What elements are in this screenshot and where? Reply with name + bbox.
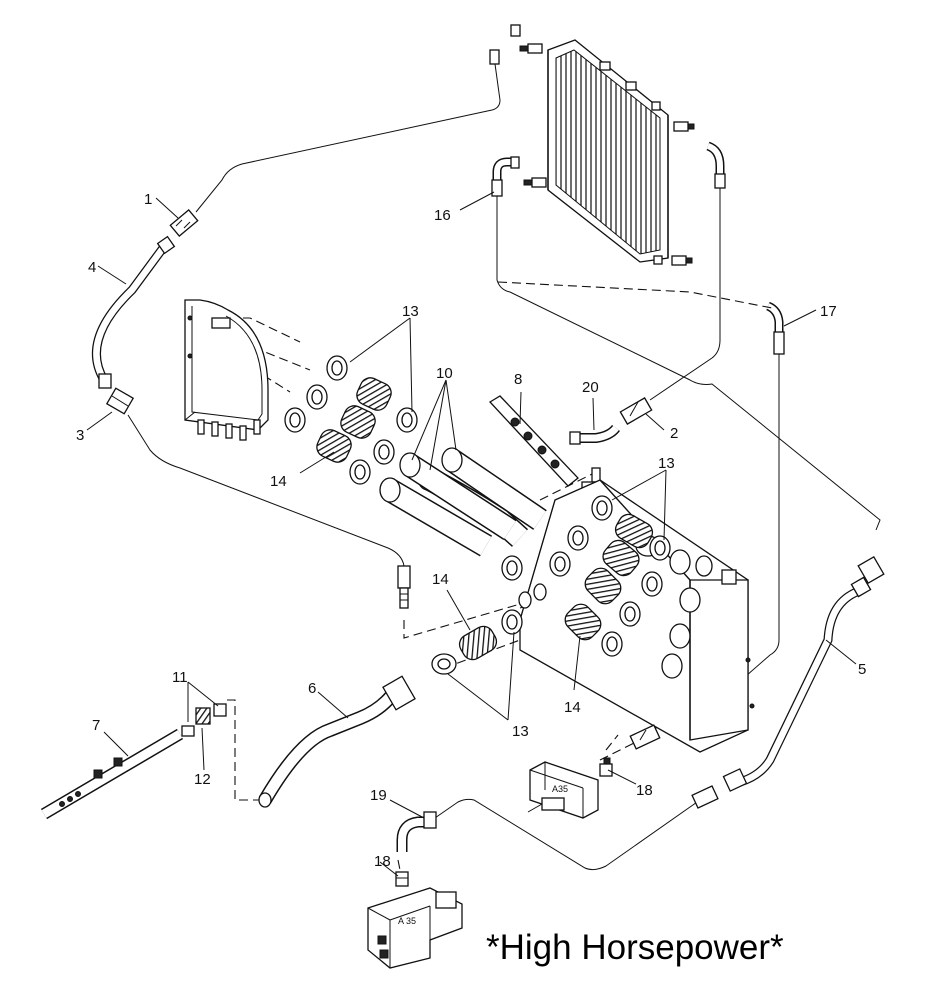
hoses-10: [379, 447, 547, 557]
callout-18-upper: 18: [636, 782, 653, 799]
valve-a35-upper: A35: [529, 761, 599, 819]
callout-1: 1: [144, 191, 152, 208]
fitting-18-lower: [395, 871, 409, 887]
elbow-fitting-top: [489, 24, 521, 65]
strainer-filter: [316, 429, 352, 463]
hose-clamp: [501, 555, 523, 581]
hose-clamp: [567, 525, 589, 551]
fitting-lower-right: [629, 724, 661, 750]
hose-clamp: [601, 631, 623, 657]
fitting-mid-left: [397, 565, 411, 609]
elbow-fitting-17: [766, 301, 785, 355]
strainer-filter: [564, 603, 602, 641]
callout-10: 10: [436, 365, 453, 382]
oil-cooler: [519, 39, 695, 266]
valve-a35-lower: A 35: [367, 887, 463, 969]
hose-clamp: [326, 355, 348, 381]
hose-clamp: [349, 459, 371, 485]
strainer-filter: [458, 625, 498, 661]
strainer-filter: [356, 377, 392, 411]
hose-lines: [127, 63, 881, 871]
elbow-fitting-cooler-right: [706, 141, 726, 189]
fitting-3: [105, 387, 135, 415]
callout-labels: 1 2 3 4 5 6 7 8 10 11 12 13 13 13 14 14 …: [76, 191, 866, 870]
valve-a-35-label: A 35: [398, 916, 416, 926]
callout-20: 20: [582, 379, 599, 396]
callout-14-middle: 14: [432, 571, 449, 588]
hose-clamp: [501, 609, 523, 635]
fitting-1: [169, 209, 199, 237]
hose-clamp: [591, 495, 613, 521]
strainer-filter: [584, 567, 622, 605]
hose-clamp: [549, 551, 571, 577]
callout-13-upper-right: 13: [658, 455, 675, 472]
hose-clamp: [431, 653, 457, 675]
hose-6: [258, 675, 416, 808]
hose-clamp: [649, 535, 671, 561]
hose-clamp: [306, 384, 328, 410]
diagram-caption: *High Horsepower*: [486, 928, 784, 967]
callout-4: 4: [88, 259, 96, 276]
hose-clamp: [619, 601, 641, 627]
manifold-left: [184, 299, 269, 441]
callout-14-left: 14: [270, 473, 287, 490]
hose-clamp: [373, 439, 395, 465]
callout-14-right: 14: [564, 699, 581, 716]
callout-2: 2: [670, 425, 678, 442]
callout-13-lower: 13: [512, 723, 529, 740]
callout-11: 11: [172, 669, 188, 686]
callout-6: 6: [308, 680, 316, 697]
strainer-filter: [602, 539, 640, 577]
callout-17: 17: [820, 303, 837, 320]
callout-12: 12: [194, 771, 211, 788]
tube-5: [691, 555, 885, 809]
fitting-8: [488, 395, 601, 493]
clamps-left-group: [284, 355, 418, 485]
callout-18-lower: 18: [374, 853, 391, 870]
strainer-filter: [340, 405, 376, 439]
elbow-fitting-19: [396, 811, 437, 852]
tube-4: [92, 235, 176, 389]
callout-16: 16: [434, 207, 451, 224]
elbow-fitting-16: [491, 156, 520, 197]
tube-7: [40, 703, 227, 820]
leader-lines: [86, 191, 857, 877]
strainer-filter: [614, 513, 654, 549]
callout-8: 8: [514, 371, 522, 388]
elbow-fitting-20: [569, 424, 620, 445]
fitting-2: [619, 397, 653, 425]
callout-19: 19: [370, 787, 387, 804]
hose-clamp: [396, 407, 418, 433]
valve-a35-label: A35: [552, 784, 568, 794]
callout-3: 3: [76, 427, 84, 444]
fitting-18-upper: [599, 757, 613, 777]
callout-5: 5: [858, 661, 866, 678]
callout-13-upper-left: 13: [402, 303, 419, 320]
callout-7: 7: [92, 717, 100, 734]
hose-clamp: [641, 571, 663, 597]
hose-clamp: [284, 407, 306, 433]
clamps-right-group: [431, 495, 671, 675]
